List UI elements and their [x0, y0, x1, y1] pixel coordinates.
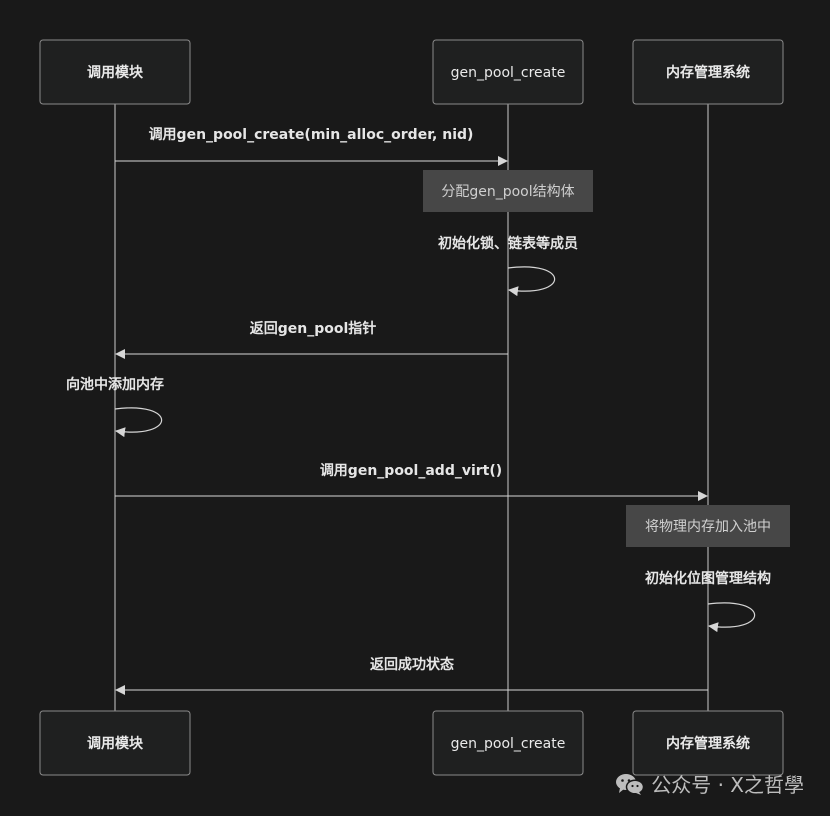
- message-return-gen-pool-pointer: 返回gen_pool指针: [115, 320, 508, 359]
- self-loop-arrow: [114, 407, 162, 438]
- message-label: 初始化锁、链表等成员: [438, 235, 578, 252]
- message-label: 返回成功状态: [370, 656, 454, 673]
- self-loop-arrow: [507, 266, 555, 297]
- message-call-gen-pool-create: 调用gen_pool_create(min_alloc_order, nid): [115, 127, 508, 166]
- participant-top-memsys: 内存管理系统: [632, 39, 784, 105]
- participant-top-genpool: gen_pool_create: [432, 39, 584, 105]
- message-label: 调用gen_pool_add_virt(): [320, 463, 502, 479]
- message-label: 调用gen_pool_create(min_alloc_order, nid): [149, 127, 474, 143]
- note-add-physical-memory: 将物理内存加入池中: [626, 505, 790, 547]
- participant-bottom-caller: 调用模块: [39, 710, 191, 776]
- participant-bottom-memsys: 内存管理系统: [632, 710, 784, 776]
- message-label: 向池中添加内存: [66, 376, 164, 393]
- self-loop-arrow: [707, 602, 755, 633]
- participant-label: 调用模块: [87, 64, 144, 81]
- participant-label: gen_pool_create: [451, 65, 566, 81]
- participant-label: gen_pool_create: [451, 736, 566, 752]
- self-message-add-memory: 向池中添加内存: [66, 376, 164, 438]
- self-message-init-bitmap: 初始化位图管理结构: [645, 570, 771, 633]
- note-label: 分配gen_pool结构体: [441, 184, 574, 200]
- participant-label: 内存管理系统: [666, 64, 750, 81]
- note-alloc-gen-pool: 分配gen_pool结构体: [423, 170, 593, 212]
- note-label: 将物理内存加入池中: [645, 519, 771, 535]
- participant-label: 内存管理系统: [666, 735, 750, 752]
- participant-label: 调用模块: [87, 735, 144, 752]
- message-label: 初始化位图管理结构: [645, 570, 771, 587]
- participant-top-caller: 调用模块: [39, 39, 191, 105]
- watermark-text: 公众号 · X之哲學: [651, 773, 804, 797]
- message-call-gen-pool-add-virt: 调用gen_pool_add_virt(): [115, 463, 708, 501]
- wechat-icon: [616, 773, 645, 795]
- self-message-init-members: 初始化锁、链表等成员: [438, 235, 578, 297]
- message-return-success: 返回成功状态: [115, 656, 708, 695]
- watermark: 公众号 · X之哲學: [615, 769, 804, 798]
- message-label: 返回gen_pool指针: [250, 320, 377, 337]
- participant-bottom-genpool: gen_pool_create: [432, 710, 584, 776]
